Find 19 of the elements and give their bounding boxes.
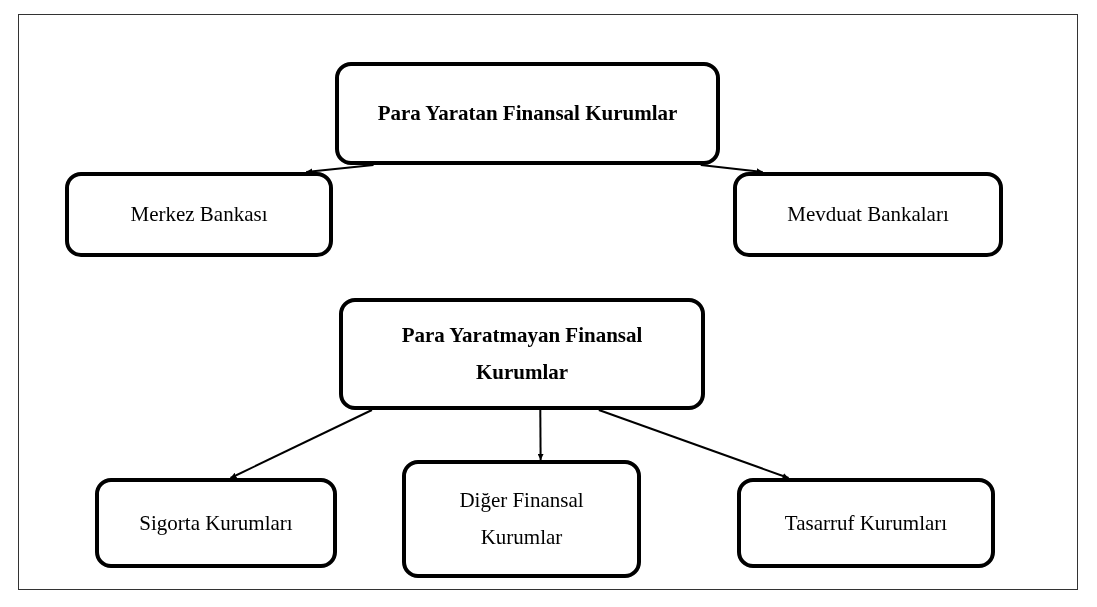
rounded-box (335, 62, 720, 165)
arrow (229, 409, 373, 479)
box-label: Sigorta Kurumları (139, 509, 293, 537)
box-label: Mevduat Bankaları (787, 201, 949, 229)
arrow (537, 409, 544, 461)
arrow (699, 164, 764, 175)
box-label: Merkez Bankası (130, 201, 268, 229)
rounded-box (339, 298, 705, 410)
rounded-box (402, 460, 641, 578)
arrow (597, 409, 790, 479)
arrow (305, 164, 375, 175)
box-label: Para Yaratmayan Finansal Kurumlar (400, 322, 644, 386)
box-label: Diğer Finansal Kurumlar (458, 487, 585, 551)
rounded-box (95, 478, 337, 568)
rounded-box (65, 172, 333, 257)
rounded-box (733, 172, 1003, 257)
rounded-box (737, 478, 995, 568)
box-label: Tasarruf Kurumları (784, 509, 948, 537)
box-label: Para Yaratan Finansal Kurumlar (377, 100, 678, 128)
